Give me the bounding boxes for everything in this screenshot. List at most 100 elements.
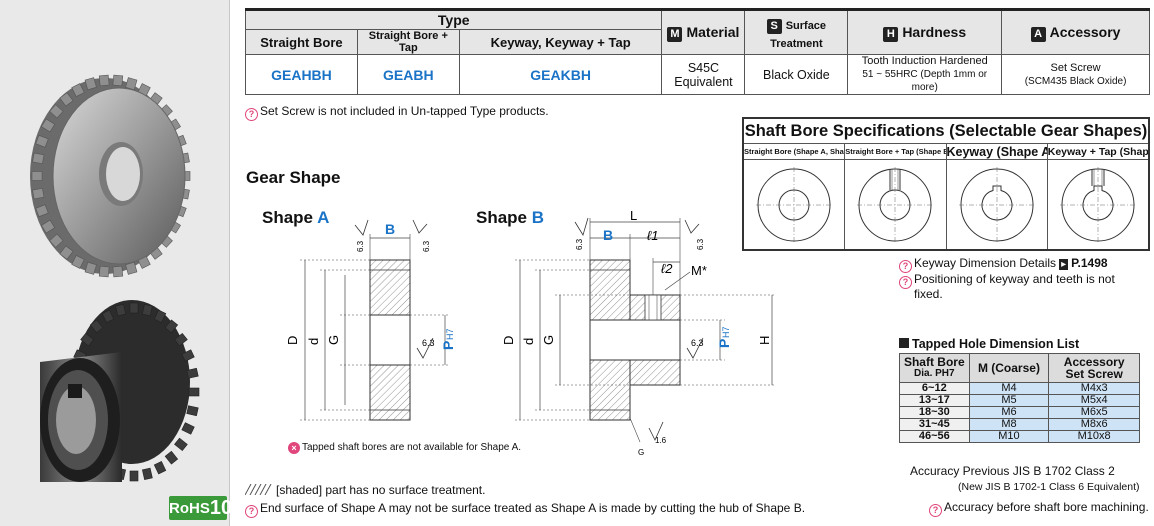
keyway-header: Keyway, Keyway + Tap: [458, 29, 663, 55]
gear-tooth: [84, 77, 97, 91]
gear-tooth: [153, 461, 167, 475]
gear-tooth: [129, 470, 139, 482]
gear-tooth: [32, 187, 45, 200]
hatch-swatch-icon: [244, 483, 272, 496]
gear-tooth: [141, 467, 153, 481]
positioning-note: ?Positioning of keyway and teeth is not: [899, 272, 1115, 289]
product-image-panel: RoHS10: [0, 0, 232, 526]
bore-head-straight-tap: Straight Bore + Tap (Shape B): [845, 144, 947, 159]
cross-icon: ×: [288, 442, 300, 454]
svg-text:6.3: 6.3: [356, 240, 365, 252]
svg-text:ℓ1: ℓ1: [647, 228, 658, 243]
tapped-not-available-note: ×Tapped shaft bores are not available fo…: [288, 442, 521, 454]
shape-b-label: Shape B: [476, 208, 545, 227]
part-code-geabh[interactable]: GEABH: [356, 54, 460, 95]
gear-tooth: [71, 255, 85, 269]
svg-text:H7: H7: [445, 328, 455, 340]
gear-tooth: [41, 219, 56, 234]
gear-tooth: [80, 332, 94, 347]
svg-text:H7: H7: [721, 326, 731, 338]
svg-text:d: d: [306, 338, 321, 345]
svg-text:d: d: [521, 338, 536, 345]
gear-tooth: [101, 309, 115, 323]
svg-text:6.3: 6.3: [422, 338, 435, 348]
surface-value: Black Oxide: [744, 54, 849, 95]
svg-text:D: D: [501, 336, 516, 345]
gear-tooth: [31, 171, 43, 181]
straight-bore-header: Straight Bore: [245, 29, 358, 55]
gear-tooth: [174, 437, 188, 452]
gear-tooth: [125, 77, 138, 91]
note-icon: ?: [899, 276, 912, 289]
svg-text:B: B: [603, 227, 613, 243]
end-surface-note: ?End surface of Shape A may not be surfa…: [245, 501, 805, 518]
gear-tooth: [98, 265, 110, 278]
bore-shape-keyway: [947, 160, 1048, 249]
svg-text:G: G: [638, 448, 644, 457]
gear-tooth: [71, 83, 85, 97]
svg-text:G: G: [541, 335, 556, 345]
type-header: Type: [244, 8, 663, 30]
gear-tooth: [49, 233, 64, 248]
svg-text:P: P: [440, 341, 456, 350]
shaft-bore-specifications: Shaft Bore Specifications (Selectable Ge…: [742, 117, 1150, 251]
book-icon: ▸: [1059, 259, 1069, 270]
part-code-geakbh[interactable]: GEAKBH: [458, 54, 663, 95]
svg-text:6.3: 6.3: [575, 238, 584, 250]
gear-tooth: [129, 302, 139, 314]
gear-tooth: [49, 104, 64, 119]
shaded-note: [shaded] part has no surface treatment.: [244, 483, 485, 497]
gear-tooth: [112, 265, 124, 278]
gear-tooth: [141, 303, 153, 317]
gear-tooth: [98, 74, 110, 87]
note-icon: ?: [929, 504, 942, 517]
svg-text:6.3: 6.3: [422, 240, 431, 252]
svg-text:B: B: [385, 221, 395, 237]
bore-head-keyway: Keyway (Shape A): [946, 144, 1048, 159]
gear-tooth: [188, 387, 200, 397]
straight-bore-tap-header: Straight Bore + Tap: [356, 29, 460, 55]
bore-head-straight: Straight Bore (Shape A, Shape B): [744, 144, 846, 159]
shape-b-drawing: [515, 217, 775, 443]
bore-specs-title: Shaft Bore Specifications (Selectable Ge…: [744, 119, 1148, 144]
gear-tooth: [115, 303, 127, 317]
gear-tooth: [186, 367, 199, 379]
keyway-details-note[interactable]: ?Keyway Dimension Details▸P.1498: [899, 256, 1108, 273]
svg-text:D: D: [285, 336, 300, 345]
bore-shape-keyway-tap: [1048, 160, 1148, 249]
svg-text:G: G: [326, 335, 341, 345]
shape-a-label: Shape A: [262, 208, 330, 227]
part-code-geahbh[interactable]: GEAHBH: [245, 54, 358, 95]
svg-text:L: L: [630, 208, 637, 223]
spur-gear-photo: [30, 74, 200, 482]
gear-tooth: [153, 309, 167, 323]
gear-tooth: [164, 319, 179, 334]
gear-tooth: [174, 332, 188, 347]
note-icon: ?: [899, 260, 912, 273]
svg-text:M*: M*: [691, 263, 707, 278]
bore-shape-straight: [744, 160, 846, 249]
positioning-note-cont: fixed.: [914, 287, 943, 301]
gear-tooth: [112, 74, 124, 87]
m-coarse-header: M (Coarse): [968, 353, 1050, 383]
gear-shape-drawing: B D d G P H7 6.3 6.3 6.3: [285, 208, 775, 457]
shape-a-drawing: [300, 219, 450, 421]
accessory-value: Set Screw(SCM435 Black Oxide): [1001, 54, 1150, 95]
gear-tooth: [164, 450, 179, 465]
set-screw-note: ?Set Screw is not included in Un-tapped …: [245, 104, 549, 121]
accuracy-note: Accuracy Previous JIS B 1702 Class 2: [910, 464, 1115, 478]
gear-tooth: [89, 319, 104, 334]
gear-tooth: [35, 134, 49, 148]
